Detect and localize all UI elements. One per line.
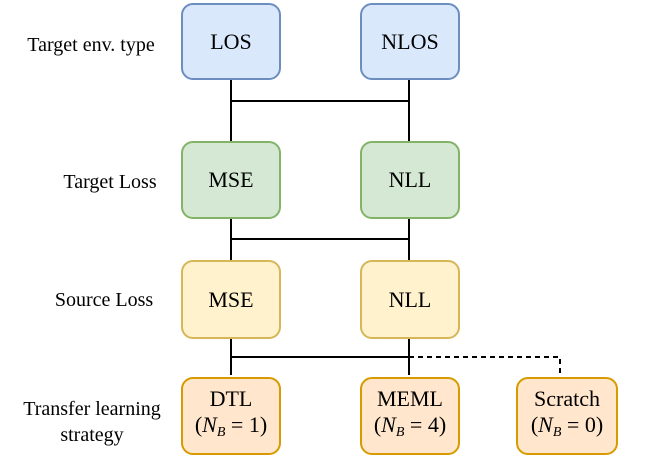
box-meml-nb-value: 4 (427, 412, 439, 437)
box-scratch: Scratch (NB = 0) (516, 377, 618, 455)
box-dtl: DTL (NB = 1) (181, 377, 281, 455)
box-dtl-nb-value: 1 (248, 412, 260, 437)
row-label-target-loss: Target Loss (63, 171, 157, 193)
box-scratch-title: Scratch (534, 386, 600, 411)
box-meml: MEML (NB = 4) (360, 377, 460, 455)
box-scratch-nb-value: 0 (584, 412, 596, 437)
box-nlos: NLOS (360, 3, 460, 80)
box-nlos-label: NLOS (381, 28, 439, 54)
box-source-nll-label: NLL (388, 286, 432, 312)
box-source-nll: NLL (360, 260, 460, 339)
box-source-mse-label: MSE (208, 286, 254, 312)
connector-scratch-dashed (409, 356, 561, 377)
box-source-mse: MSE (181, 260, 281, 339)
box-los-label: LOS (210, 28, 252, 54)
box-target-nll: NLL (360, 141, 460, 219)
row-label-strategy: Transfer learning strategy (4, 396, 180, 448)
box-target-mse: MSE (181, 141, 281, 219)
row-label-env-type: Target env. type (27, 34, 155, 56)
box-meml-title: MEML (377, 386, 443, 411)
box-dtl-nb: (NB = 1) (194, 412, 268, 440)
row-label-strategy-line2: strategy (60, 424, 124, 446)
box-target-mse-label: MSE (208, 167, 254, 192)
row-label-strategy-line1: Transfer learning (23, 398, 161, 420)
box-scratch-nb: (NB = 0) (530, 412, 604, 440)
row-label-source-loss: Source Loss (54, 289, 154, 311)
box-dtl-title: DTL (209, 386, 253, 411)
box-target-nll-label: NLL (388, 167, 432, 192)
box-los: LOS (181, 3, 281, 80)
box-meml-nb: (NB = 4) (373, 412, 447, 440)
